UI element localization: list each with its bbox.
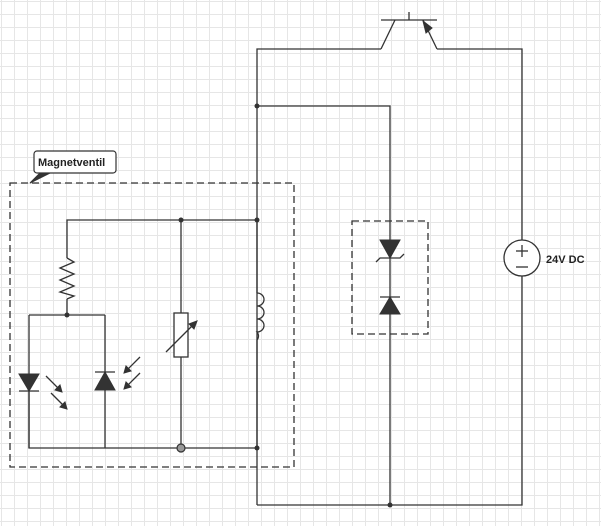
wires bbox=[28, 48, 523, 506]
magnetventil-label: Magnetventil bbox=[38, 157, 105, 169]
junction-dots bbox=[64, 103, 393, 508]
photodiode-symbol[interactable] bbox=[94, 356, 141, 391]
diode-symbol[interactable] bbox=[379, 296, 401, 315]
variable-resistor-symbol[interactable] bbox=[165, 312, 198, 358]
magnetventil-boundary[interactable] bbox=[9, 182, 295, 468]
wire-to-zener bbox=[257, 105, 391, 240]
wire-top-right bbox=[437, 48, 523, 240]
wire-left-main bbox=[256, 48, 381, 505]
wire-valve-bottom-bus bbox=[28, 374, 257, 449]
terminal-node bbox=[176, 443, 186, 453]
dc-source-symbol[interactable] bbox=[503, 239, 541, 277]
transistor-symbol[interactable] bbox=[380, 12, 438, 50]
led-symbol[interactable] bbox=[18, 373, 68, 448]
dc-source-label: 24V DC bbox=[546, 254, 585, 266]
wire-valve-top-bus bbox=[66, 219, 257, 258]
resistor-symbol[interactable] bbox=[58, 257, 76, 300]
wire-bottom-return bbox=[257, 276, 523, 506]
zener-diode-symbol[interactable] bbox=[375, 239, 405, 263]
coil-symbol[interactable] bbox=[255, 292, 265, 448]
magnetventil-callout[interactable]: Magnetventil bbox=[29, 150, 117, 184]
